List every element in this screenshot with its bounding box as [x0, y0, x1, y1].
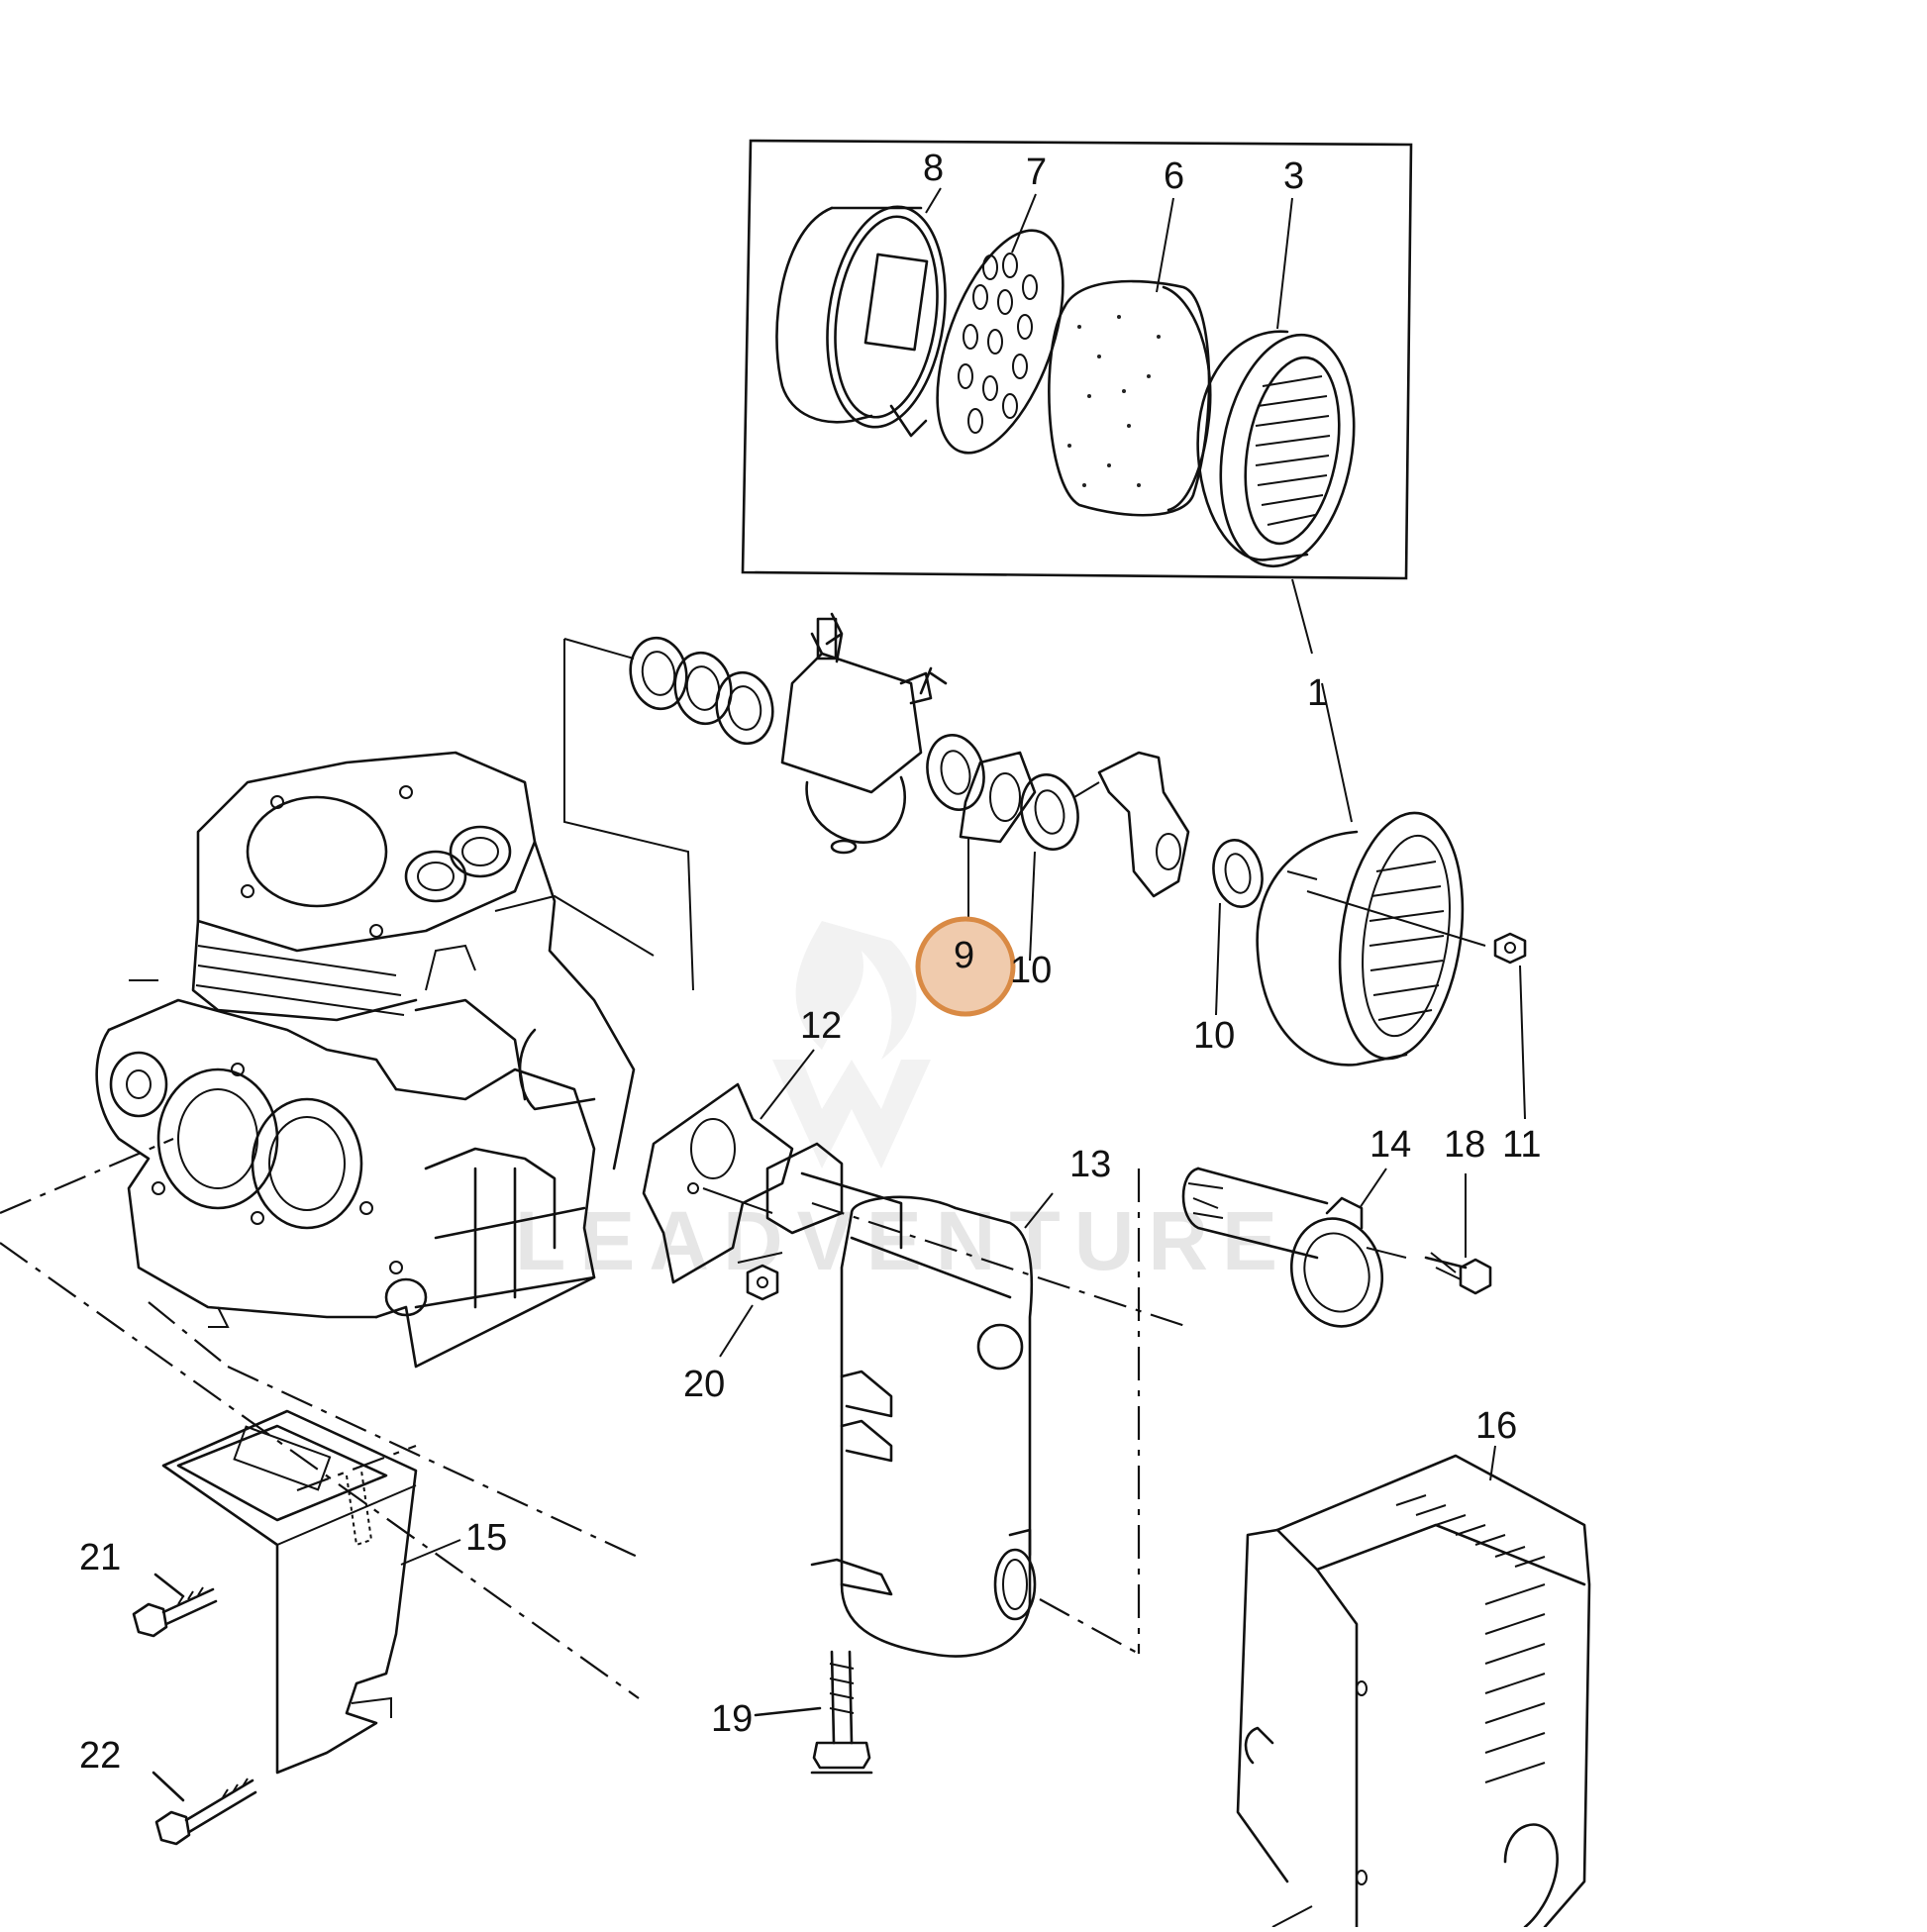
shield-bolt — [132, 1586, 218, 1638]
engine-block — [95, 751, 655, 1369]
highlight-marker[interactable] — [915, 916, 1016, 1017]
air-cleaner-cover — [775, 205, 947, 438]
callout-13[interactable]: 13 — [1069, 1144, 1111, 1185]
muffler-bolt — [810, 1650, 873, 1775]
callout-18[interactable]: 18 — [1444, 1124, 1485, 1166]
callout-12[interactable]: 12 — [800, 1005, 842, 1047]
air-filter-inset — [741, 139, 1413, 580]
callout-7[interactable]: 7 — [1026, 152, 1047, 193]
callout-3[interactable]: 3 — [1283, 155, 1304, 197]
callout-1[interactable]: 1 — [1307, 672, 1328, 714]
shield-bolt-long — [154, 1778, 257, 1846]
callout-14[interactable]: 14 — [1369, 1124, 1411, 1166]
muffler-cover — [1236, 1454, 1591, 1929]
watermark-logo — [772, 921, 931, 1169]
callout-10-filter[interactable]: 10 — [1193, 1015, 1235, 1057]
callout-8[interactable]: 8 — [923, 148, 944, 189]
spark-arrester — [1181, 1167, 1492, 1328]
callout-15[interactable]: 15 — [465, 1517, 507, 1559]
callout-11[interactable]: 11 — [1502, 1124, 1541, 1166]
exhaust-gasket — [642, 1082, 794, 1284]
callout-6[interactable]: 6 — [1164, 155, 1184, 197]
muffler — [765, 1142, 1037, 1658]
carburetor-assembly — [563, 612, 1527, 1067]
callout-10-spacer[interactable]: 10 — [1010, 950, 1052, 991]
watermark-text: LEADVENTURE — [515, 1194, 1291, 1287]
heat-shield — [161, 1409, 418, 1775]
callout-21[interactable]: 21 — [79, 1537, 121, 1578]
callout-leaders — [152, 187, 1526, 1928]
perforated-plate — [936, 229, 1065, 455]
foam-element — [1048, 279, 1212, 517]
callout-20[interactable]: 20 — [683, 1364, 725, 1405]
callout-22[interactable]: 22 — [79, 1735, 121, 1777]
nut — [737, 1252, 783, 1301]
assembly-guide-lines — [0, 1137, 1189, 1699]
callout-16[interactable]: 16 — [1475, 1405, 1517, 1447]
callout-9[interactable]: 9 — [954, 935, 974, 976]
air-cleaner-housing — [1196, 330, 1356, 568]
callout-19[interactable]: 19 — [711, 1698, 753, 1740]
